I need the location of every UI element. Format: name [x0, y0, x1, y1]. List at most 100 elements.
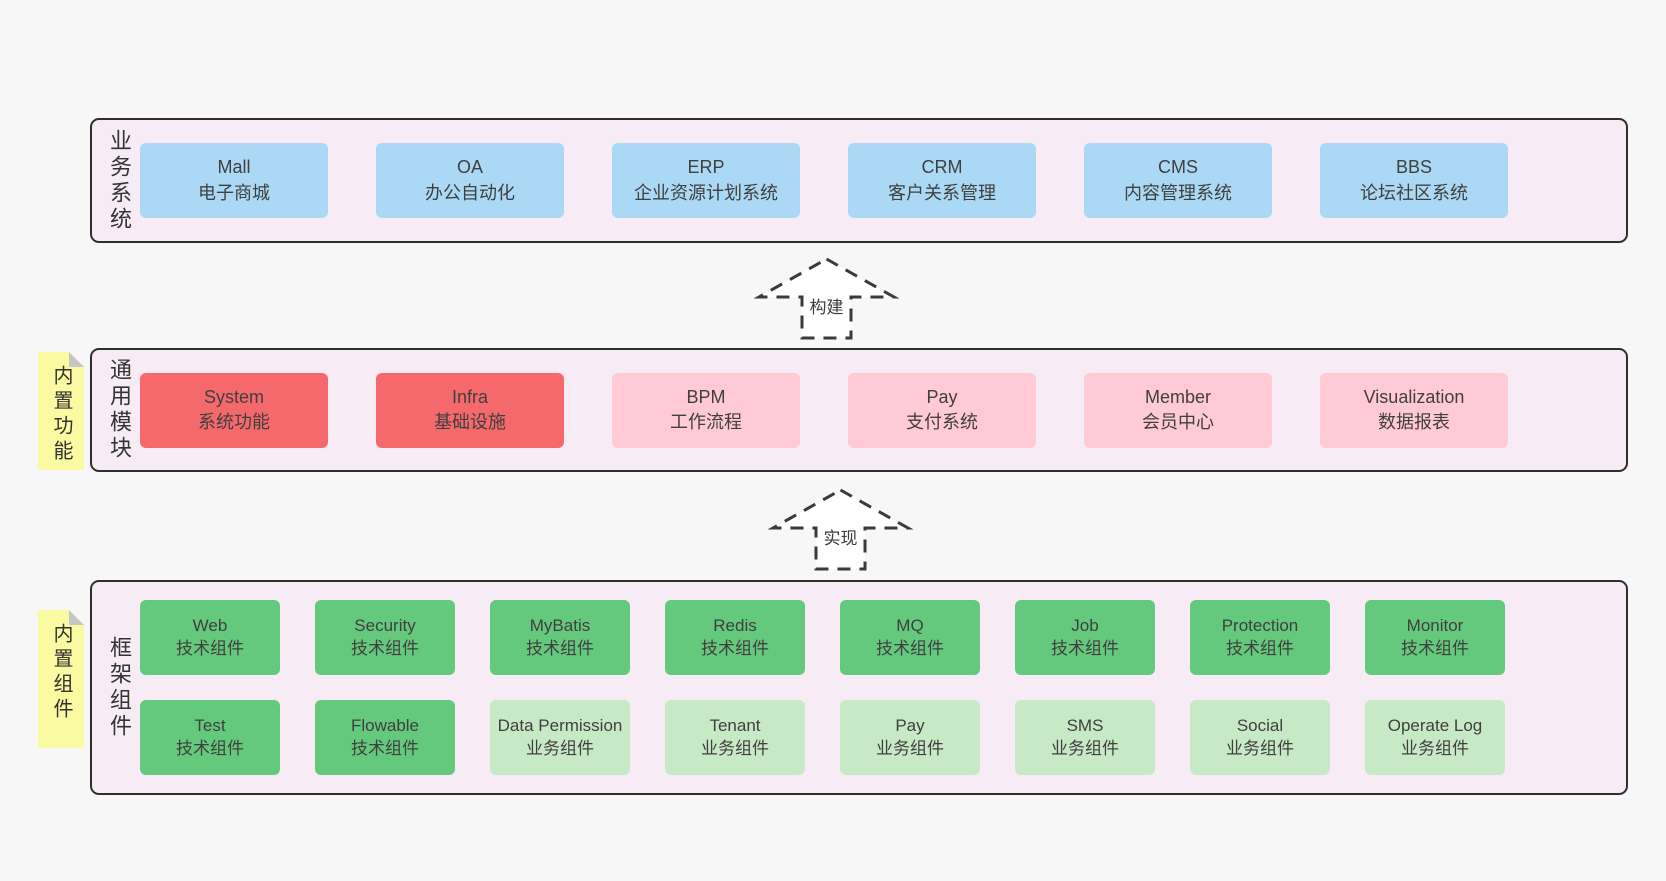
box-subtitle: 技术组件 [526, 638, 594, 658]
box-title: System [203, 386, 264, 407]
box-title: Monitor [1406, 616, 1464, 636]
sticky-note-builtin-features: 内置功能 [38, 352, 84, 470]
box-title: Job [1071, 616, 1099, 636]
box-test: Test 技术组件 [140, 700, 280, 775]
box-title: Infra [451, 386, 489, 407]
box-mall: Mall 电子商城 [140, 143, 328, 218]
box-subtitle: 技术组件 [1226, 638, 1294, 658]
box-title: Mall [217, 157, 251, 178]
box-subtitle: 系统功能 [198, 412, 270, 432]
box-subtitle: 客户关系管理 [888, 182, 996, 203]
box-bbs: BBS 论坛社区系统 [1320, 143, 1508, 218]
layer-label-business: 业务系统 [107, 128, 132, 233]
box-title: SMS [1066, 716, 1104, 736]
box-visualization: Visualization 数据报表 [1320, 372, 1508, 448]
box-sms: SMS 业务组件 [1015, 700, 1155, 775]
box-data-permission: Data Permission 业务组件 [490, 700, 630, 775]
sticky-note-text: 内置组件 [50, 623, 72, 723]
box-subtitle: 业务组件 [1051, 738, 1119, 758]
box-title: MQ [896, 616, 924, 636]
box-system: System 系统功能 [140, 372, 328, 448]
layer-common-modules: 通用模块 System 系统功能 Infra 基础设施 BPM 工作流程 Pay… [90, 348, 1628, 472]
box-subtitle: 电子商城 [198, 182, 270, 203]
box-title: CMS [1158, 157, 1198, 178]
box-subtitle: 内容管理系统 [1124, 182, 1232, 203]
box-redis: Redis 技术组件 [665, 600, 805, 675]
box-subtitle: 技术组件 [176, 638, 244, 658]
framework-row-business: Test 技术组件 Flowable 技术组件 Data Permission … [140, 700, 1505, 775]
layer-label-modules: 通用模块 [107, 358, 132, 462]
box-subtitle: 技术组件 [351, 638, 419, 658]
box-protection: Protection 技术组件 [1190, 600, 1330, 675]
box-monitor: Monitor 技术组件 [1365, 600, 1505, 675]
box-title: OA [456, 157, 483, 178]
box-mq: MQ 技术组件 [840, 600, 980, 675]
implement-arrow-label: 实现 [820, 524, 861, 549]
implement-arrow: 实现 [768, 487, 913, 573]
box-flowable: Flowable 技术组件 [315, 700, 455, 775]
business-boxes: Mall 电子商城 OA 办公自动化 ERP 企业资源计划系统 CRM 客户关系… [140, 143, 1508, 218]
box-operate-log: Operate Log 业务组件 [1365, 700, 1505, 775]
box-subtitle: 技术组件 [176, 738, 244, 758]
box-subtitle: 业务组件 [876, 738, 944, 758]
box-subtitle: 业务组件 [1401, 738, 1469, 758]
box-title: Web [192, 616, 228, 636]
box-title: Pay [895, 716, 925, 736]
box-social: Social 业务组件 [1190, 700, 1330, 775]
box-subtitle: 技术组件 [1051, 638, 1119, 658]
box-title: Protection [1221, 616, 1299, 636]
box-subtitle: 数据报表 [1378, 412, 1450, 432]
box-title: Visualization [1363, 386, 1465, 407]
box-title: Pay [926, 386, 958, 407]
box-title: ERP [687, 157, 725, 178]
box-crm: CRM 客户关系管理 [848, 143, 1036, 218]
box-tenant: Tenant 业务组件 [665, 700, 805, 775]
build-arrow-label: 构建 [806, 293, 847, 318]
box-subtitle: 业务组件 [701, 738, 769, 758]
box-subtitle: 办公自动化 [425, 182, 515, 203]
box-member: Member 会员中心 [1084, 372, 1272, 448]
layer-business-systems: 业务系统 Mall 电子商城 OA 办公自动化 ERP 企业资源计划系统 CRM… [90, 118, 1628, 243]
box-subtitle: 业务组件 [1226, 738, 1294, 758]
sticky-note-text: 内置功能 [50, 365, 72, 465]
box-title: Tenant [709, 716, 761, 736]
box-subtitle: 企业资源计划系统 [634, 182, 778, 203]
box-cms: CMS 内容管理系统 [1084, 143, 1272, 218]
box-bpm: BPM 工作流程 [612, 372, 800, 448]
box-title: CRM [921, 157, 963, 178]
box-title: Redis [713, 616, 757, 636]
sticky-note-builtin-components: 内置组件 [38, 610, 84, 748]
box-title: Social [1236, 716, 1284, 736]
box-title: Data Permission [497, 716, 623, 736]
framework-rows: Web 技术组件 Security 技术组件 MyBatis 技术组件 Redi… [140, 600, 1505, 775]
box-title: Flowable [350, 716, 420, 736]
box-subtitle: 基础设施 [434, 412, 506, 432]
box-subtitle: 技术组件 [701, 638, 769, 658]
box-subtitle: 支付系统 [906, 412, 978, 432]
box-mybatis: MyBatis 技术组件 [490, 600, 630, 675]
box-title: Operate Log [1387, 716, 1483, 736]
box-subtitle: 业务组件 [526, 738, 594, 758]
box-subtitle: 论坛社区系统 [1360, 182, 1468, 203]
framework-row-tech: Web 技术组件 Security 技术组件 MyBatis 技术组件 Redi… [140, 600, 1505, 675]
box-title: Member [1144, 386, 1211, 407]
box-title: BBS [1395, 157, 1433, 178]
box-job: Job 技术组件 [1015, 600, 1155, 675]
box-erp: ERP 企业资源计划系统 [612, 143, 800, 218]
box-web: Web 技术组件 [140, 600, 280, 675]
layer-framework-components: 框架组件 Web 技术组件 Security 技术组件 MyBatis 技术组件… [90, 580, 1628, 795]
box-subtitle: 工作流程 [670, 412, 742, 432]
box-subtitle: 技术组件 [1401, 638, 1469, 658]
layer-label-framework: 框架组件 [107, 635, 132, 740]
box-pay: Pay 支付系统 [848, 372, 1036, 448]
box-pay-business: Pay 业务组件 [840, 700, 980, 775]
box-title: Security [354, 616, 416, 636]
build-arrow: 构建 [754, 256, 899, 342]
box-oa: OA 办公自动化 [376, 143, 564, 218]
box-subtitle: 技术组件 [876, 638, 944, 658]
box-infra: Infra 基础设施 [376, 372, 564, 448]
box-title: MyBatis [529, 616, 591, 636]
box-title: BPM [686, 386, 726, 407]
module-boxes: System 系统功能 Infra 基础设施 BPM 工作流程 Pay 支付系统… [140, 372, 1508, 448]
